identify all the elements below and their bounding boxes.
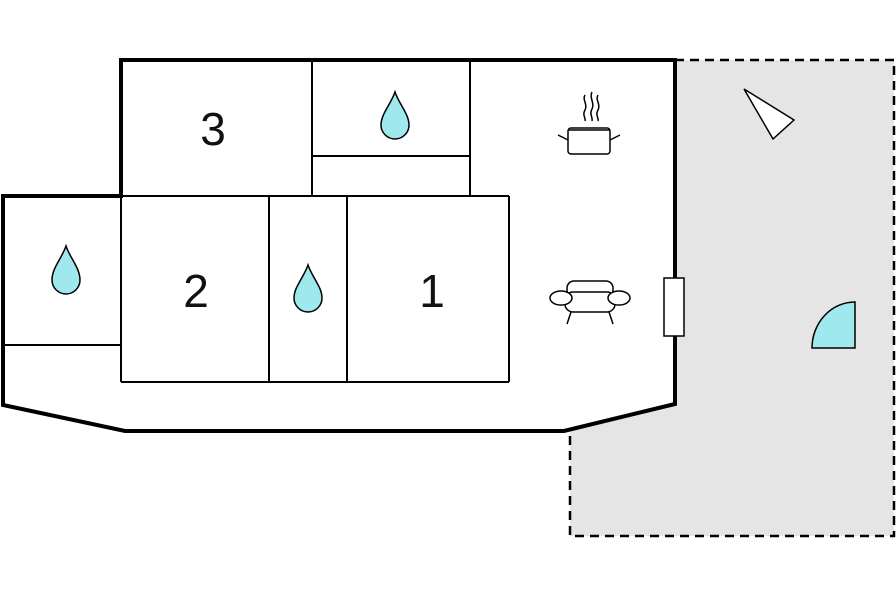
room-label-2: 2 <box>183 265 209 317</box>
window-door-icon <box>663 277 685 337</box>
compass-triangle-icon <box>743 88 796 141</box>
water-drop-icon <box>51 243 81 295</box>
room-label-3: 3 <box>200 103 226 155</box>
interior-walls <box>3 60 510 383</box>
building-outline <box>1 58 677 433</box>
cooking-pot-icon <box>557 91 621 155</box>
room-label-1: 1 <box>419 265 445 317</box>
quarter-circle-shower-icon <box>811 301 856 349</box>
water-drop-icon <box>293 262 323 313</box>
sofa-icon <box>549 280 631 325</box>
water-drop-icon <box>380 89 410 140</box>
